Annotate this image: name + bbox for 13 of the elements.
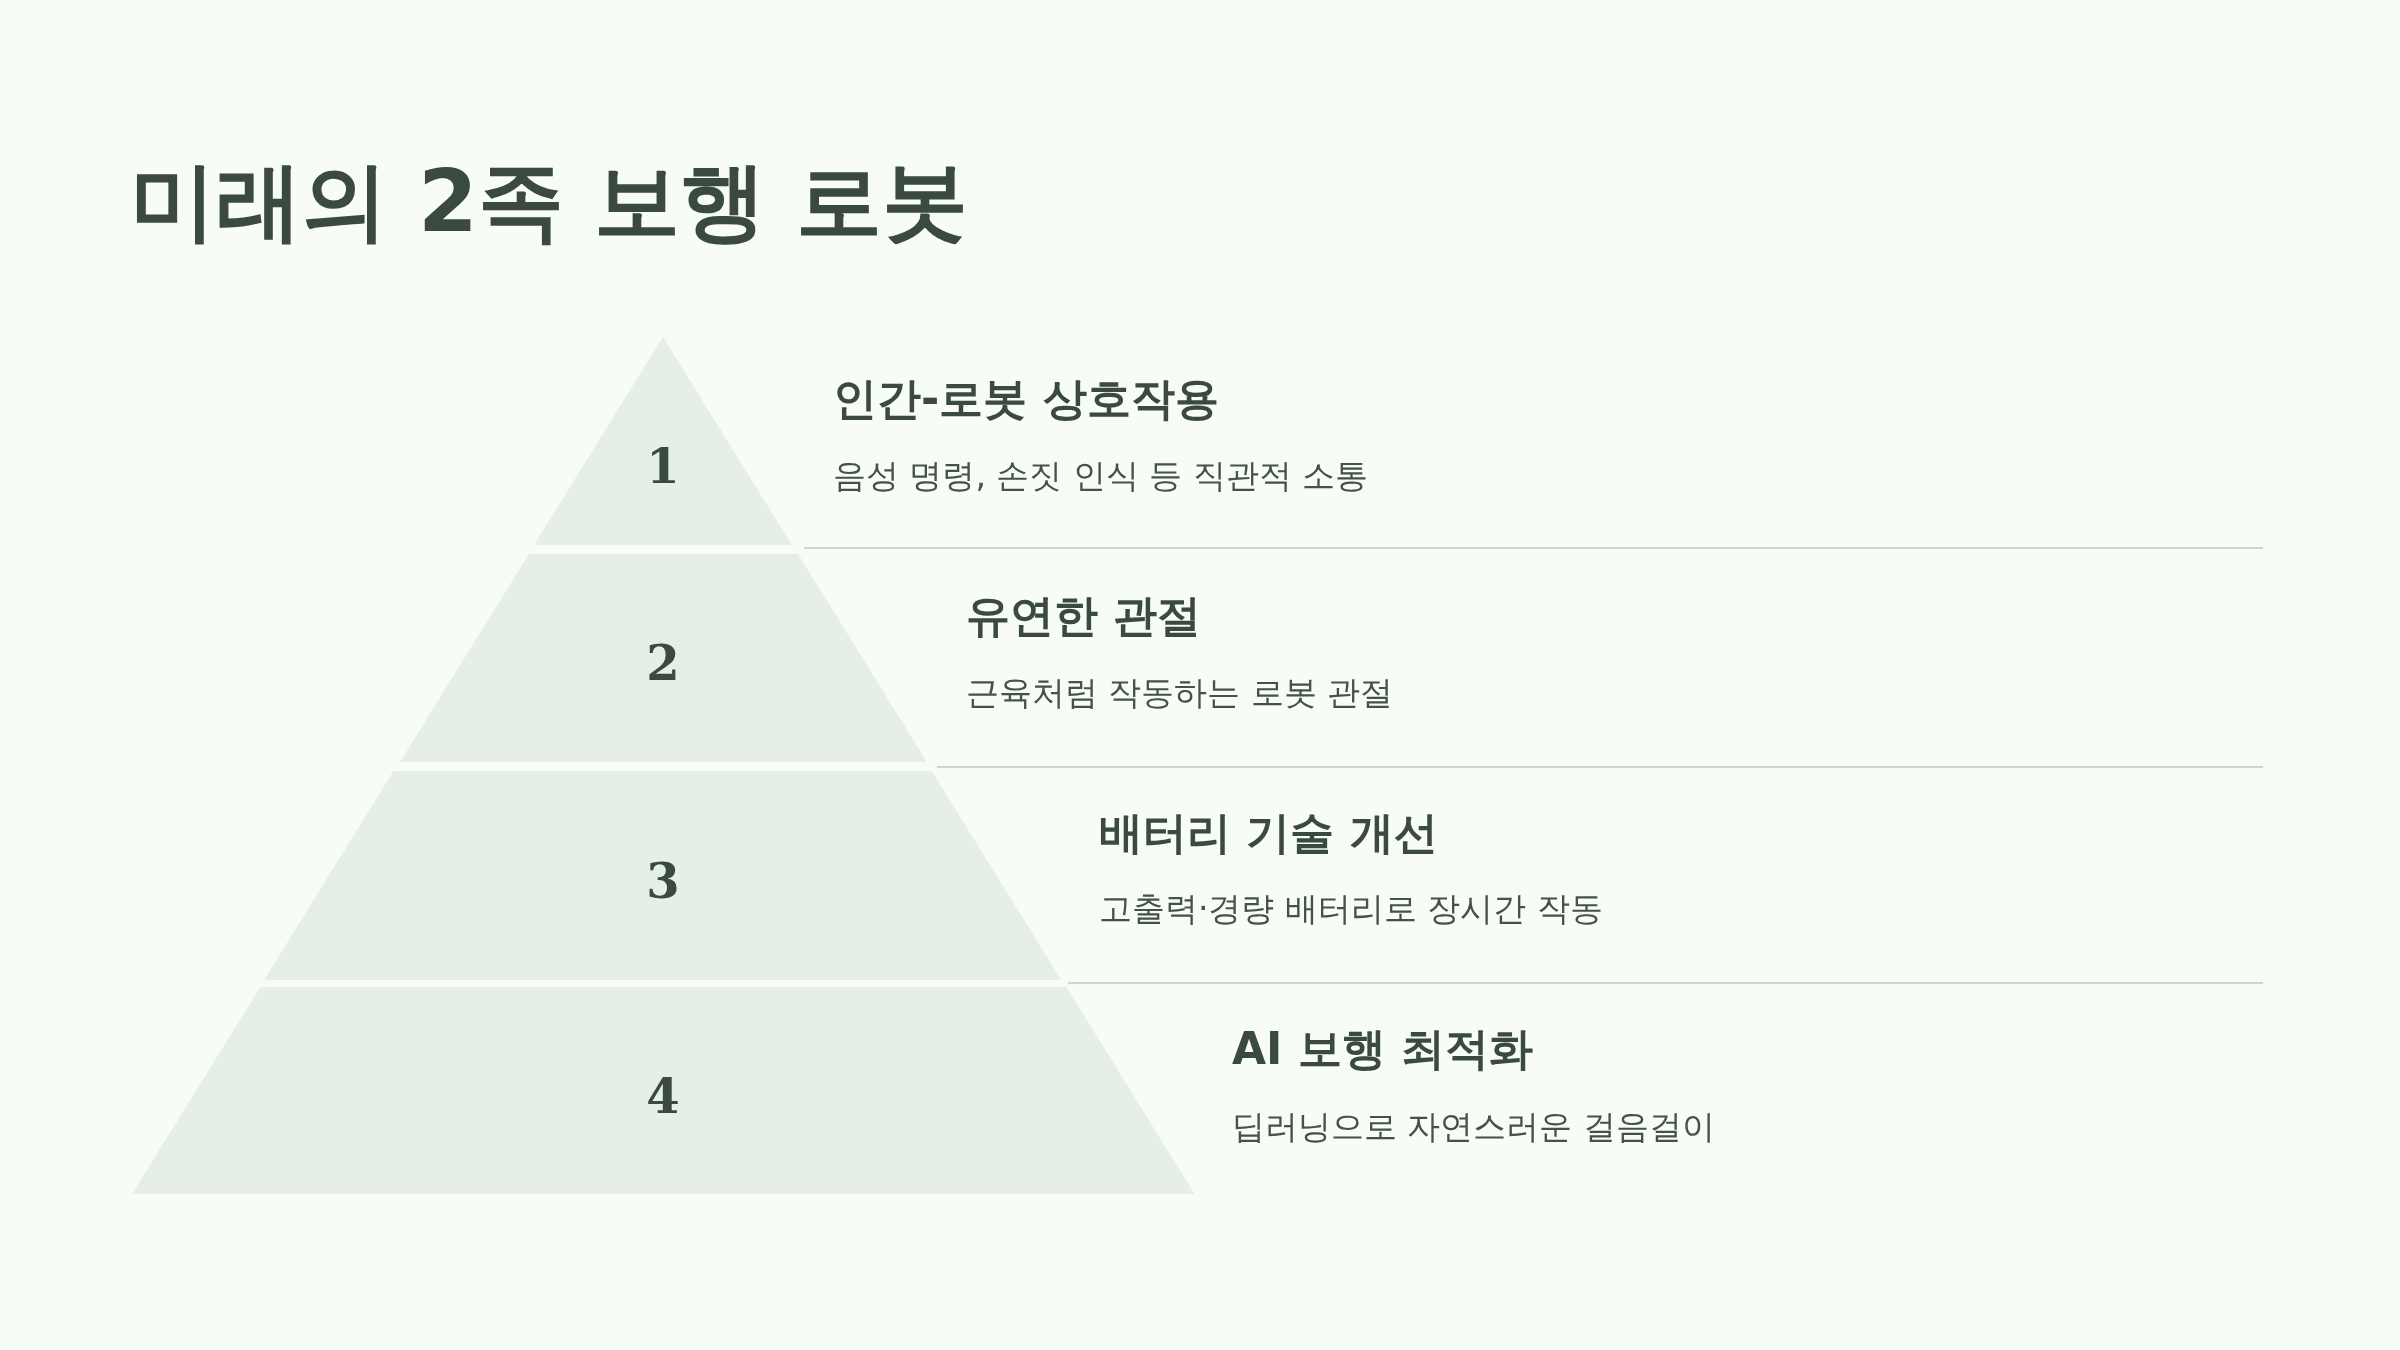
level-heading: 인간-로봇 상호작용	[833, 373, 1219, 426]
level-description: 딥러닝으로 자연스러운 걸음걸이	[1232, 1107, 1715, 1147]
level-description: 음성 명령, 손짓 인식 등 직관적 소통	[833, 456, 1369, 496]
level-number: 4	[645, 1071, 681, 1120]
level-description: 근육처럼 작동하는 로봇 관절	[966, 673, 1394, 713]
level-description: 고출력·경량 배터리로 장시간 작동	[1099, 889, 1603, 929]
title: 미래의 2족 보행 로봇	[130, 150, 968, 253]
level-heading: 배터리 기술 개선	[1099, 807, 1438, 860]
level-number: 3	[645, 856, 681, 905]
level-heading: 유연한 관절	[966, 590, 1202, 643]
level-number: 1	[645, 442, 681, 490]
level-heading: AI 보행 최적화	[1232, 1023, 1534, 1076]
level-number: 2	[645, 639, 681, 687]
